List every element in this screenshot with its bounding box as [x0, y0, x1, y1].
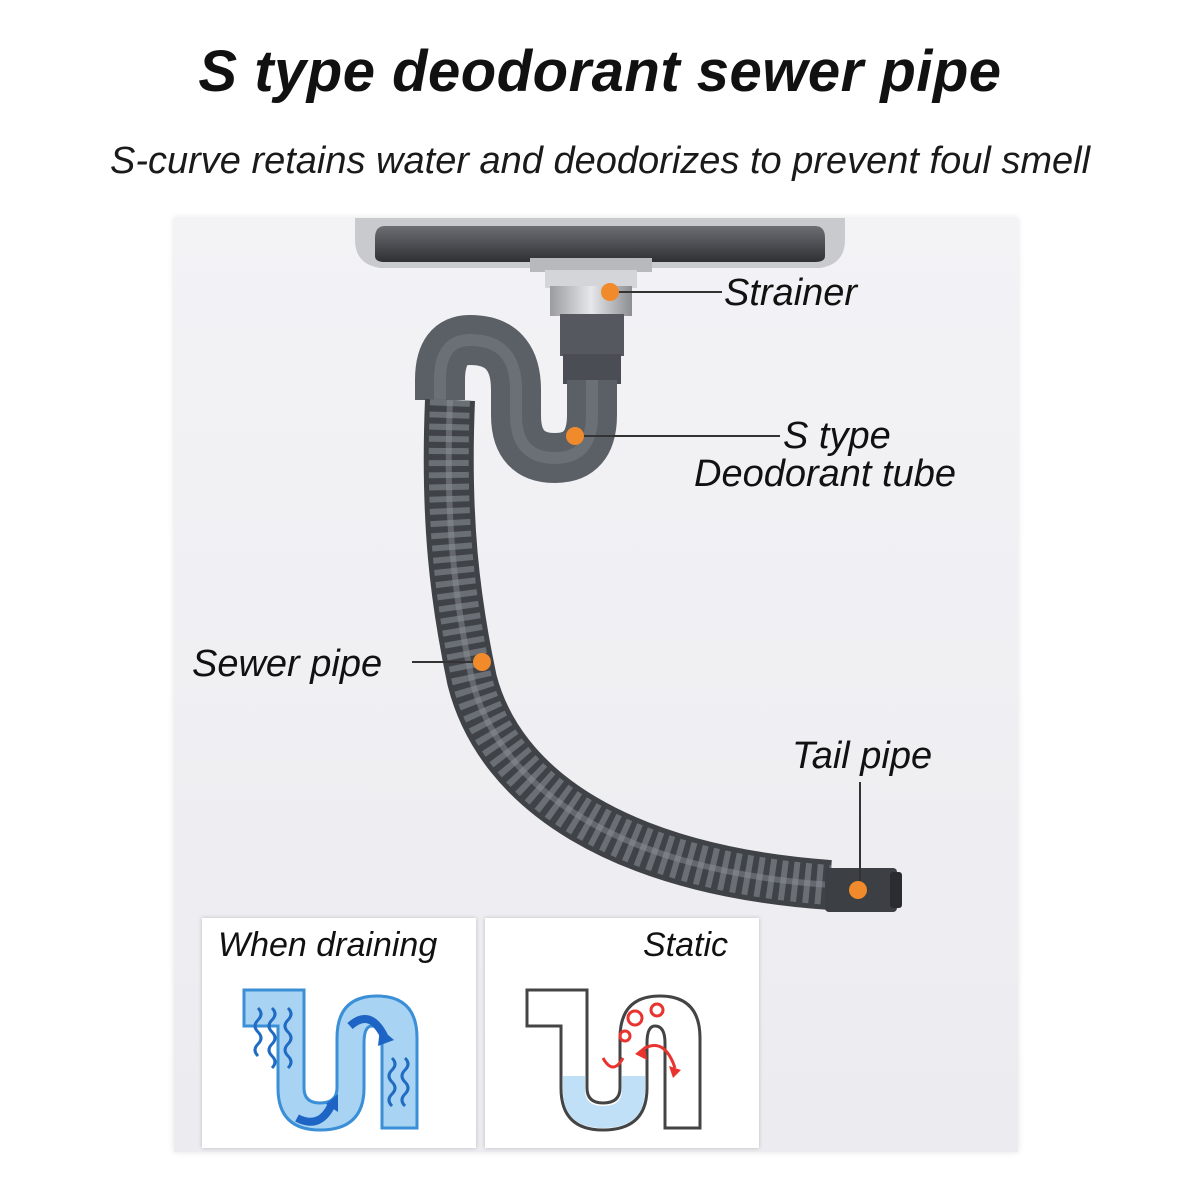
sink-basin [355, 218, 845, 268]
strainer-label: Strainer [724, 272, 858, 314]
s-trap-tube [415, 314, 617, 484]
tail-pipe-marker [849, 881, 867, 899]
s-type-label-line1: S type [783, 415, 891, 457]
sewer-pipe-marker [473, 653, 491, 671]
static-card-title: Static [643, 926, 729, 964]
leader-lines [412, 291, 861, 890]
draining-card-title: When draining [218, 926, 438, 964]
static-card: Static [485, 918, 759, 1148]
s-type-marker [566, 427, 584, 445]
tail-pipe-label: Tail pipe [792, 735, 933, 777]
strainer-fitting [530, 258, 652, 316]
s-trap-connector [560, 314, 624, 384]
page-subtitle: S-curve retains water and deodorizes to … [109, 140, 1091, 182]
s-type-label-line2: Deodorant tube [694, 453, 956, 495]
strainer-marker [601, 283, 619, 301]
sewer-pipe-label: Sewer pipe [192, 643, 383, 685]
draining-card: When draining [202, 918, 476, 1148]
draining-illustration [242, 988, 419, 1132]
static-illustration [525, 988, 702, 1132]
sewer-pipe-hose [423, 398, 832, 910]
orange-markers [473, 283, 867, 899]
page-title: S type deodorant sewer pipe [198, 39, 1002, 104]
